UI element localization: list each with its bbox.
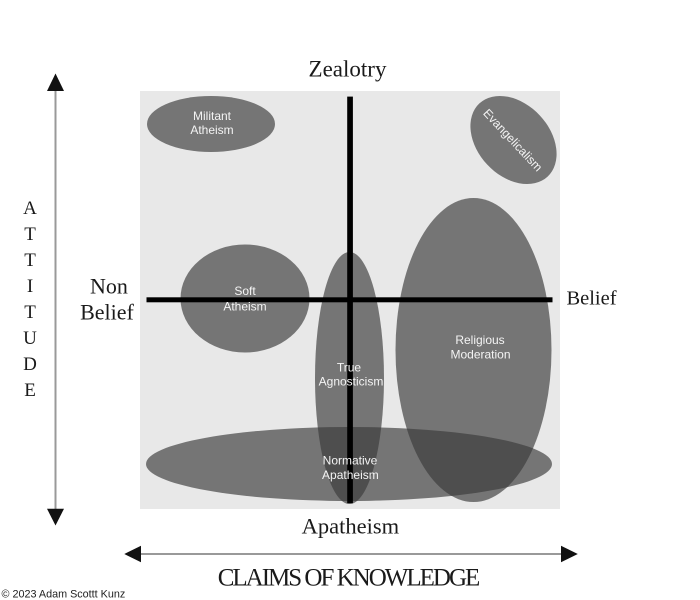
svg-text:Zealotry: Zealotry: [309, 57, 387, 82]
svg-text:Religious: Religious: [455, 333, 504, 347]
svg-text:© 2023 Adam Scottt Kunz: © 2023 Adam Scottt Kunz: [2, 589, 126, 600]
svg-text:T: T: [24, 250, 36, 271]
svg-text:D: D: [23, 354, 37, 375]
svg-text:CLAIMS OF KNOWLEDGE: CLAIMS OF KNOWLEDGE: [218, 564, 480, 591]
svg-text:A: A: [23, 198, 37, 219]
svg-text:Non: Non: [90, 273, 128, 298]
svg-text:Belief: Belief: [80, 299, 134, 324]
svg-text:T: T: [24, 224, 36, 245]
svg-text:True: True: [337, 361, 362, 375]
svg-text:Apatheism: Apatheism: [302, 514, 400, 539]
svg-text:Belief: Belief: [566, 288, 616, 310]
svg-text:Atheism: Atheism: [223, 300, 266, 314]
svg-text:Agnosticism: Agnosticism: [319, 375, 384, 389]
svg-text:U: U: [23, 328, 37, 349]
svg-text:Soft: Soft: [234, 284, 256, 298]
svg-text:E: E: [24, 380, 36, 401]
svg-text:Moderation: Moderation: [450, 348, 510, 362]
svg-text:Apatheism: Apatheism: [322, 468, 379, 482]
svg-text:I: I: [27, 276, 33, 297]
svg-text:T: T: [24, 302, 36, 323]
svg-text:Normative: Normative: [323, 454, 378, 468]
svg-text:Militant: Militant: [193, 109, 232, 123]
svg-text:Atheism: Atheism: [190, 123, 233, 137]
